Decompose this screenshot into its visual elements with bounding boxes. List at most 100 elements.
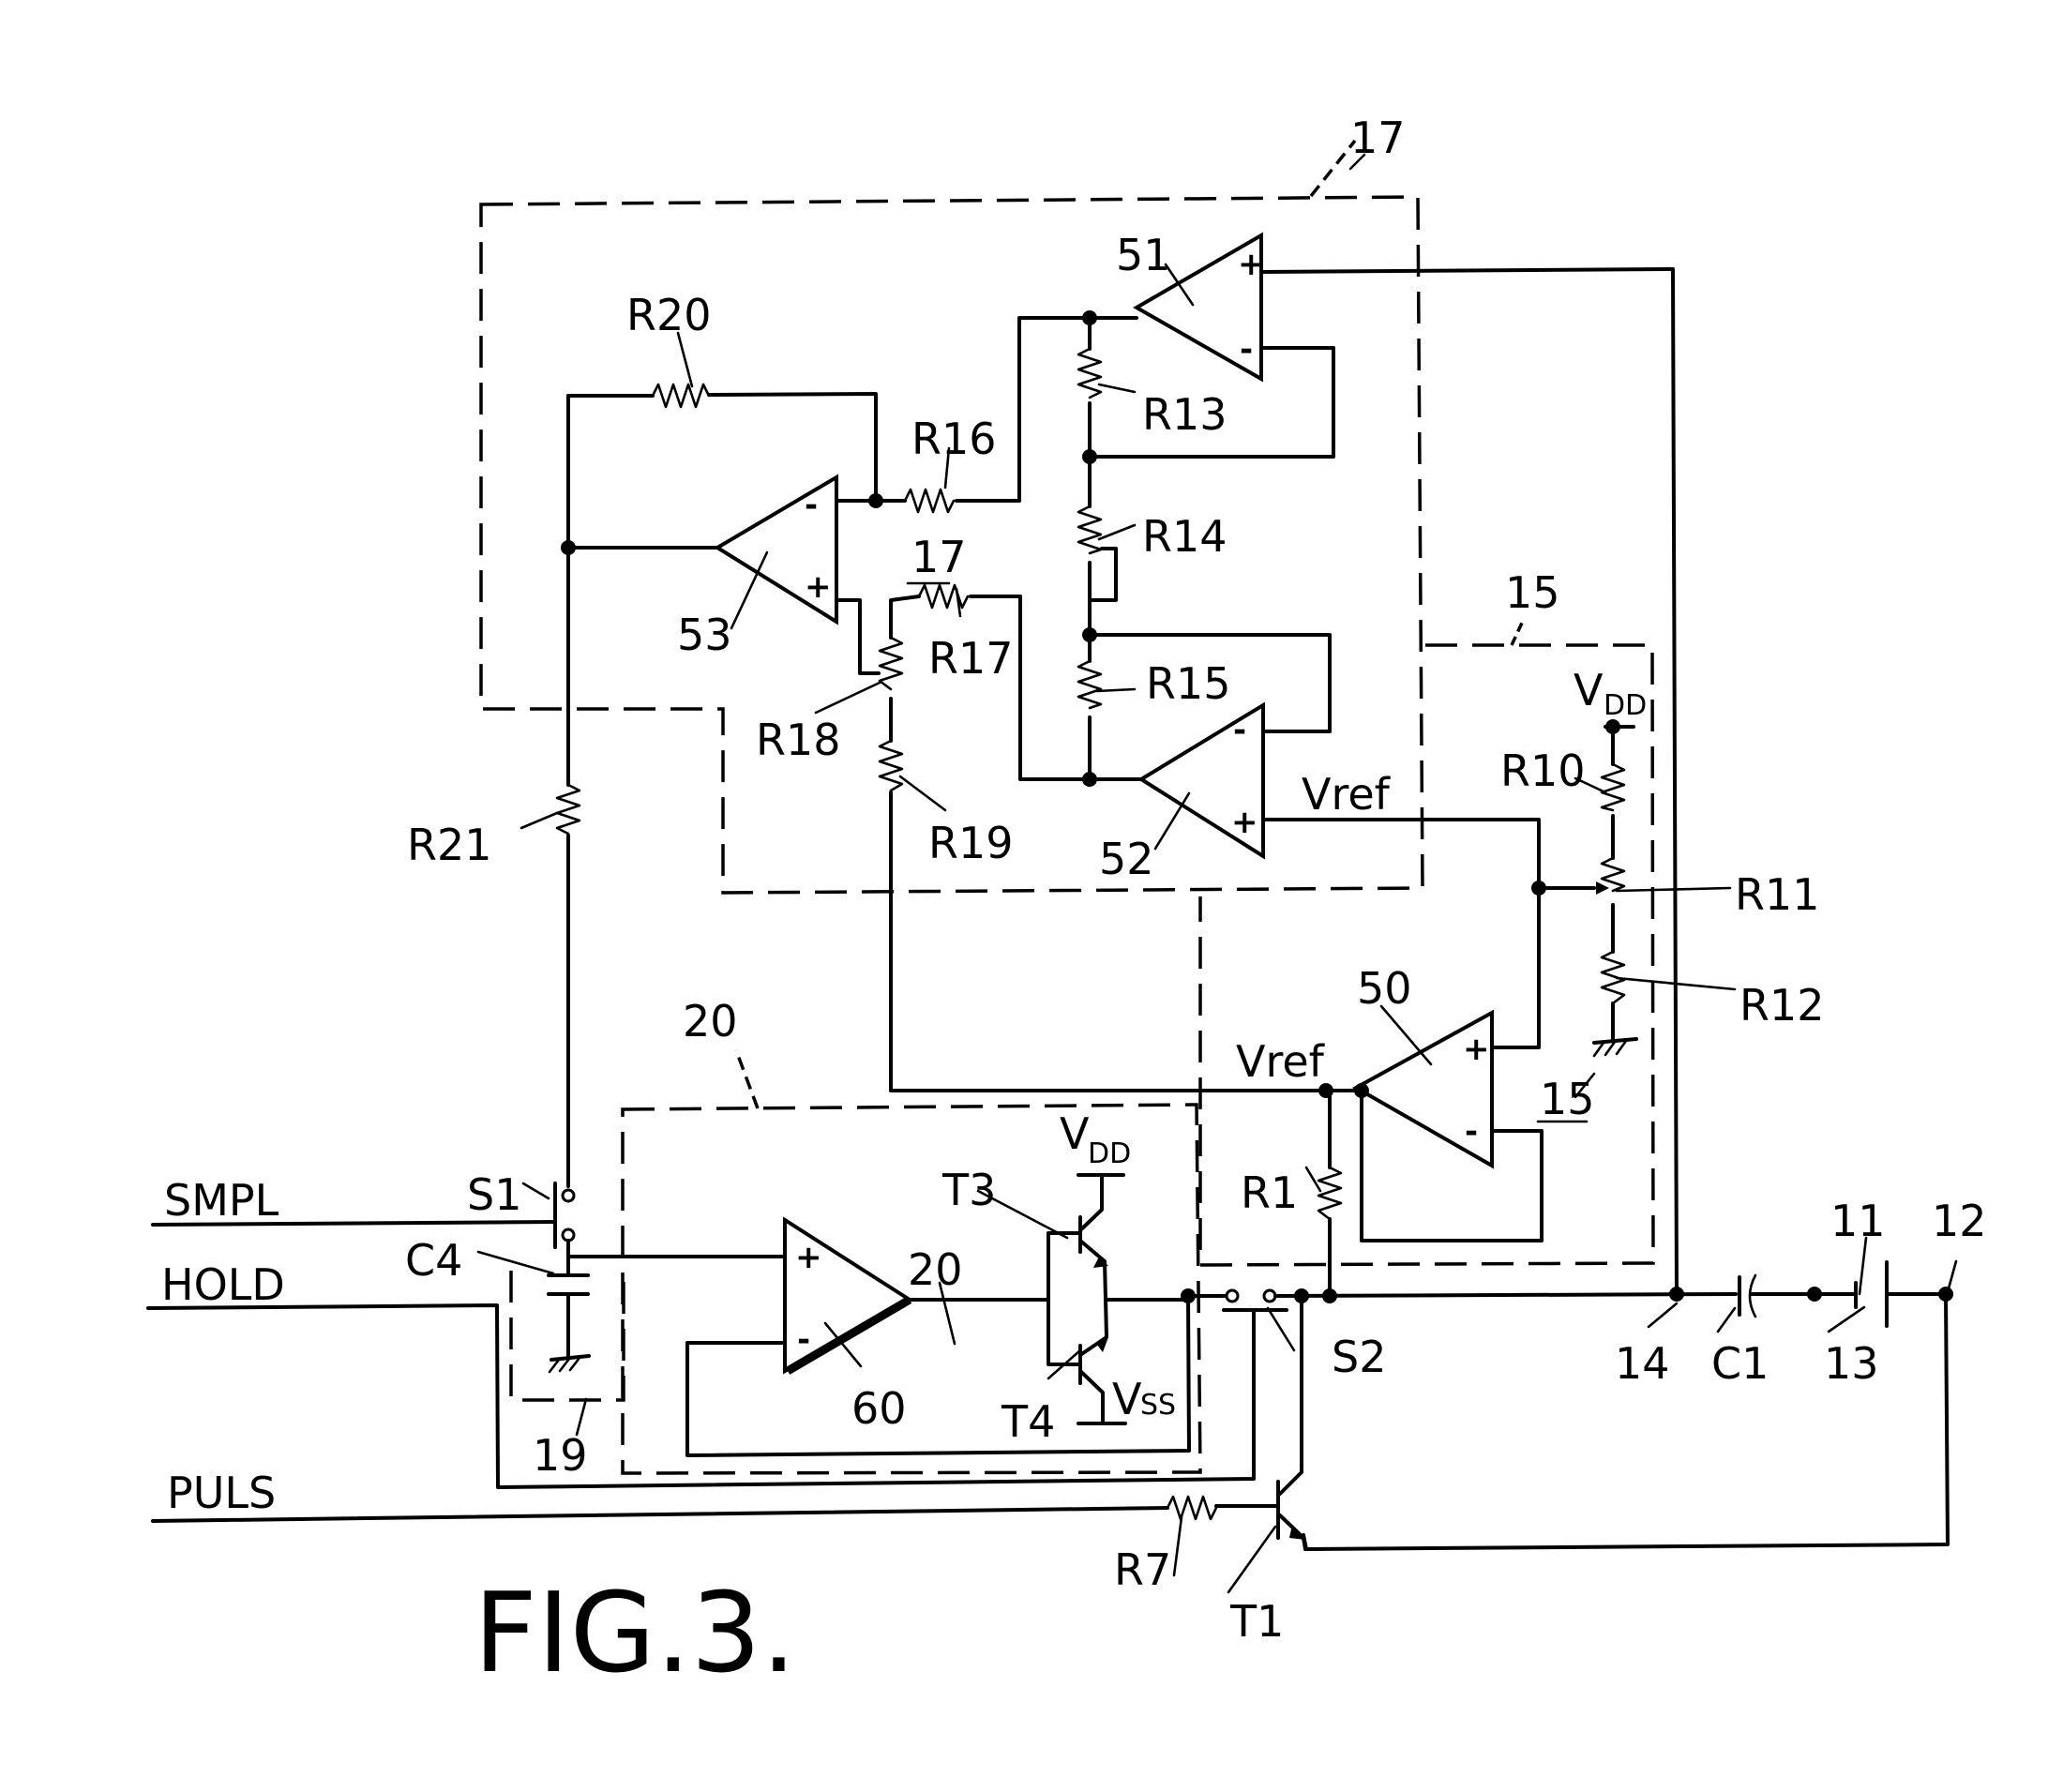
block-19-outline — [509, 1271, 625, 1402]
opamp-53: - + — [714, 474, 838, 630]
wiper-arrow-icon — [1596, 881, 1609, 895]
r18-label: R18 — [756, 715, 841, 765]
r15-label: R15 — [1146, 658, 1231, 709]
block-20-label: 20 — [683, 996, 738, 1047]
vdd-label-t3: V DD — [1060, 1108, 1131, 1170]
resistor-r11 — [1600, 856, 1626, 893]
svg-text:V: V — [1060, 1108, 1090, 1159]
opamp-50: + - — [1351, 1004, 1494, 1169]
r1-label: R1 — [1241, 1167, 1298, 1218]
wire — [146, 1303, 1256, 1489]
block-15-outline — [1198, 643, 1655, 1267]
minus-sign: - — [1465, 1113, 1478, 1151]
resistor-r1 — [1317, 1166, 1343, 1221]
wire — [1273, 1292, 1738, 1298]
svg-text:DD: DD — [1604, 689, 1647, 722]
resistor-r18 — [878, 636, 904, 691]
minus-sign: - — [1233, 712, 1246, 749]
smpl-label: SMPL — [164, 1175, 279, 1226]
svg-text:17: 17 — [911, 532, 967, 582]
r16-label: R16 — [911, 414, 997, 464]
opamp-51: + - — [1132, 232, 1265, 383]
node-13-label: 13 — [1824, 1338, 1879, 1389]
r11-label: R11 — [1735, 869, 1820, 920]
node-14-label: 14 — [1615, 1338, 1670, 1389]
minus-sign: - — [797, 1321, 810, 1359]
resistor-r7 — [1166, 1495, 1218, 1521]
s2-label: S2 — [1332, 1332, 1386, 1382]
block-15-inner-label: 15 — [1536, 1074, 1595, 1124]
opamp-52-label: 52 — [1099, 834, 1154, 884]
wire — [1088, 715, 1143, 781]
opamp-51-label: 51 — [1116, 230, 1171, 280]
opamp-53-label: 53 — [677, 610, 732, 660]
hold-label: HOLD — [161, 1259, 285, 1310]
wire — [1259, 267, 1679, 1296]
resistor-r17 — [917, 583, 970, 610]
resistor-r12 — [1600, 950, 1626, 1005]
opamp-50-label: 50 — [1357, 963, 1412, 1014]
wire — [1261, 818, 1541, 1049]
vdd-label-right: V DD — [1574, 665, 1647, 722]
r7-label: R7 — [1114, 1544, 1171, 1595]
r14-label: R14 — [1142, 511, 1227, 562]
wire — [835, 598, 881, 675]
transistor-t1 — [1276, 1294, 1307, 1551]
resistor-r10 — [1600, 762, 1626, 812]
r13-label: R13 — [1142, 389, 1227, 440]
wire — [889, 791, 1328, 1092]
block-15-label: 15 — [1505, 567, 1560, 618]
wire — [955, 316, 1138, 503]
vref-bottom-label: Vref — [1236, 1036, 1326, 1087]
minus-sign: - — [1240, 331, 1253, 369]
vref-top-label: Vref — [1302, 769, 1392, 820]
r17-label: R17 — [928, 633, 1014, 684]
minus-sign: - — [805, 487, 818, 524]
resistor-r21 — [555, 783, 581, 836]
switch-contact — [561, 1188, 576, 1203]
c4-plate — [547, 1292, 590, 1360]
plus-sign: + — [1231, 804, 1258, 841]
ground-icon — [1592, 1037, 1638, 1058]
resistor-r13 — [1077, 347, 1103, 399]
c4-label: C4 — [405, 1235, 462, 1286]
block-17-outline — [479, 195, 1424, 895]
block-19-leader — [575, 1397, 588, 1437]
wire — [1302, 1292, 1950, 1551]
c1-plate — [1748, 1273, 1757, 1318]
resistor-r20 — [651, 383, 711, 409]
node-12-label: 12 — [1932, 1196, 1987, 1246]
resistor-r16 — [903, 488, 956, 514]
wire — [1088, 346, 1335, 459]
block-15-leader — [1510, 618, 1526, 646]
wire — [1088, 547, 1118, 602]
plus-sign: + — [1463, 1031, 1490, 1068]
wire — [889, 595, 921, 640]
t4-label: T4 — [1001, 1396, 1055, 1447]
wire — [707, 392, 878, 503]
junction-dots — [561, 310, 1953, 1303]
svg-text:SS: SS — [1140, 1389, 1176, 1422]
t1-label: T1 — [1229, 1596, 1284, 1647]
block-20-leader — [734, 1049, 760, 1109]
block-17-label: 17 — [1350, 113, 1406, 163]
r10-label: R10 — [1500, 745, 1586, 796]
wire — [1360, 1089, 1544, 1242]
opamp-60: + - — [783, 1216, 913, 1375]
block-20-outline — [621, 1103, 1202, 1475]
resistor-r15 — [1077, 659, 1103, 710]
wire — [1088, 633, 1332, 733]
block-19-label: 19 — [533, 1430, 588, 1481]
block-17-inner-label: 17 — [906, 532, 967, 585]
vss-label: V SS — [1112, 1374, 1176, 1424]
wire — [685, 1294, 1191, 1457]
r19-label: R19 — [928, 818, 1014, 868]
svg-text:15: 15 — [1540, 1074, 1595, 1124]
r21-label: R21 — [407, 820, 492, 870]
leader-line — [938, 1281, 956, 1346]
opamp-52: - + — [1137, 701, 1265, 860]
plus-sign: + — [805, 568, 832, 606]
wire — [151, 1220, 557, 1227]
ground-icon — [548, 1354, 591, 1374]
